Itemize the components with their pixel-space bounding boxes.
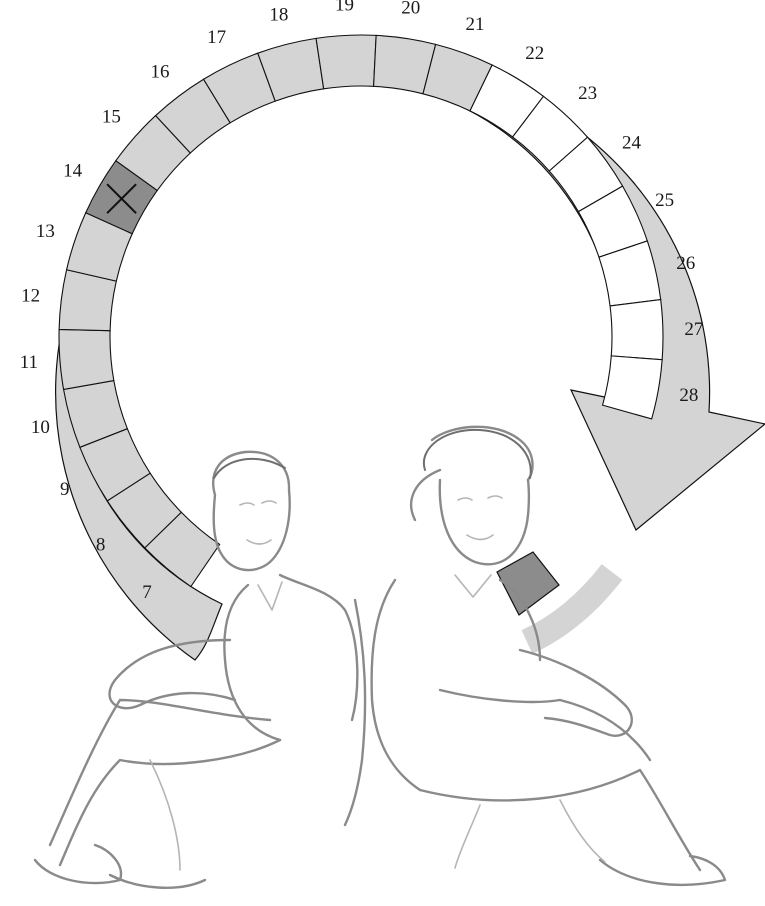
- day-label-8: 8: [96, 535, 106, 556]
- day-cells: [59, 35, 663, 587]
- day-label-26: 26: [676, 253, 695, 274]
- day-label-17: 17: [207, 27, 226, 48]
- day-cell-19: [316, 35, 376, 89]
- day-label-9: 9: [60, 479, 70, 500]
- day-label-28: 28: [679, 385, 698, 406]
- day-label-18: 18: [269, 4, 288, 25]
- day-label-12: 12: [21, 286, 40, 307]
- day-label-15: 15: [102, 107, 121, 128]
- day-label-27: 27: [684, 319, 703, 340]
- day-cell-11: [59, 329, 114, 389]
- day-label-22: 22: [525, 43, 544, 64]
- day-label-25: 25: [655, 190, 674, 211]
- back-to-back-contact: [345, 600, 365, 825]
- day-label-19: 19: [335, 0, 354, 15]
- day-label-16: 16: [151, 62, 170, 83]
- day-label-21: 21: [466, 14, 485, 35]
- day-label-20: 20: [401, 0, 420, 19]
- day-label-24: 24: [622, 133, 642, 154]
- day-label-11: 11: [20, 352, 38, 373]
- day-label-14: 14: [63, 160, 83, 181]
- day-label-10: 10: [31, 417, 50, 438]
- day-label-13: 13: [36, 221, 55, 242]
- day-label-23: 23: [578, 83, 597, 104]
- day-cell-27: [610, 300, 663, 360]
- day-label-7: 7: [142, 582, 152, 603]
